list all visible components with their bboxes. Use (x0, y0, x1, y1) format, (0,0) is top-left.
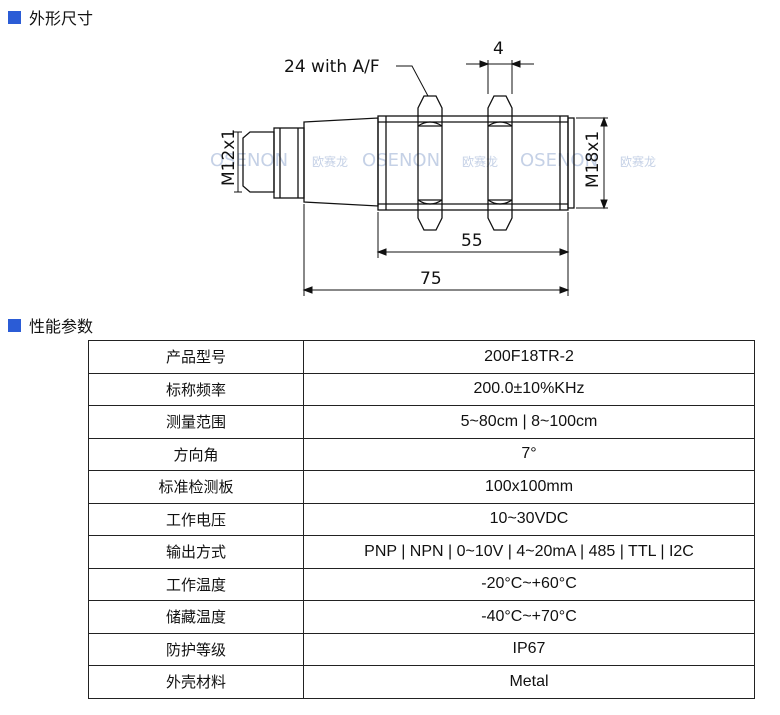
spec-value: Metal (303, 665, 755, 699)
dimension-labels: 24 with A/F 4 M12x1 M18x1 55 75 (219, 39, 603, 289)
thread-right-label: M18x1 (583, 131, 603, 188)
watermark-cn-1: 欧赛龙 (312, 154, 348, 169)
spec-label: 工作电压 (88, 502, 304, 536)
table-row: 储藏温度-40°C~+70°C (88, 600, 755, 634)
spec-label: 储藏温度 (88, 600, 304, 634)
thread-left-label: M12x1 (219, 129, 239, 186)
spec-value: 5~80cm | 8~100cm (303, 405, 755, 439)
thread-length-label: 55 (461, 231, 483, 251)
spec-value: 100x100mm (303, 470, 755, 504)
specs-section-header: 性能参数 (8, 314, 93, 336)
dimension-lines (234, 60, 608, 296)
table-row: 工作温度-20°C~+60°C (88, 567, 755, 601)
dimensions-section-header: 外形尺寸 (8, 6, 93, 28)
total-length-label: 75 (420, 269, 442, 289)
spec-label: 工作温度 (88, 567, 304, 601)
spec-label: 外壳材料 (88, 665, 304, 699)
nut-width-label: 4 (493, 39, 504, 59)
spec-value: 10~30VDC (303, 502, 755, 536)
wrench-size-label: 24 with A/F (284, 57, 380, 77)
dimensions-title: 外形尺寸 (29, 9, 94, 28)
spec-value: 7° (303, 437, 755, 471)
spec-label: 标准检测板 (88, 470, 304, 504)
sensor-outline (242, 95, 575, 231)
section-marker-icon (8, 10, 21, 24)
specs-title: 性能参数 (29, 317, 94, 336)
watermark-text-2: OSENON (362, 150, 440, 171)
watermark-text-3: OSENON (520, 150, 598, 171)
spec-value: PNP | NPN | 0~10V | 4~20mA | 485 | TTL |… (303, 535, 755, 569)
spec-label: 防护等级 (88, 632, 304, 666)
spec-label: 测量范围 (88, 405, 304, 439)
spec-label: 输出方式 (88, 535, 304, 569)
spec-label: 方向角 (88, 437, 304, 471)
watermark-text-1: OSENON (210, 150, 288, 171)
sensor-dimension-drawing: OSENON 欧赛龙 OSENON 欧赛龙 OSENON 欧赛龙 (210, 39, 656, 296)
spec-value: 200F18TR-2 (303, 340, 755, 374)
spec-value: 200.0±10%KHz (303, 372, 755, 406)
spec-value: -40°C~+70°C (303, 600, 755, 634)
spec-value: IP67 (303, 632, 755, 666)
spec-label: 标称频率 (88, 372, 304, 406)
section-marker-icon (8, 318, 21, 332)
watermark-cn-2: 欧赛龙 (462, 154, 498, 169)
spec-value: -20°C~+60°C (303, 567, 755, 601)
watermark: OSENON 欧赛龙 OSENON 欧赛龙 OSENON 欧赛龙 (210, 150, 656, 171)
spec-label: 产品型号 (88, 340, 304, 374)
watermark-cn-3: 欧赛龙 (620, 154, 656, 169)
